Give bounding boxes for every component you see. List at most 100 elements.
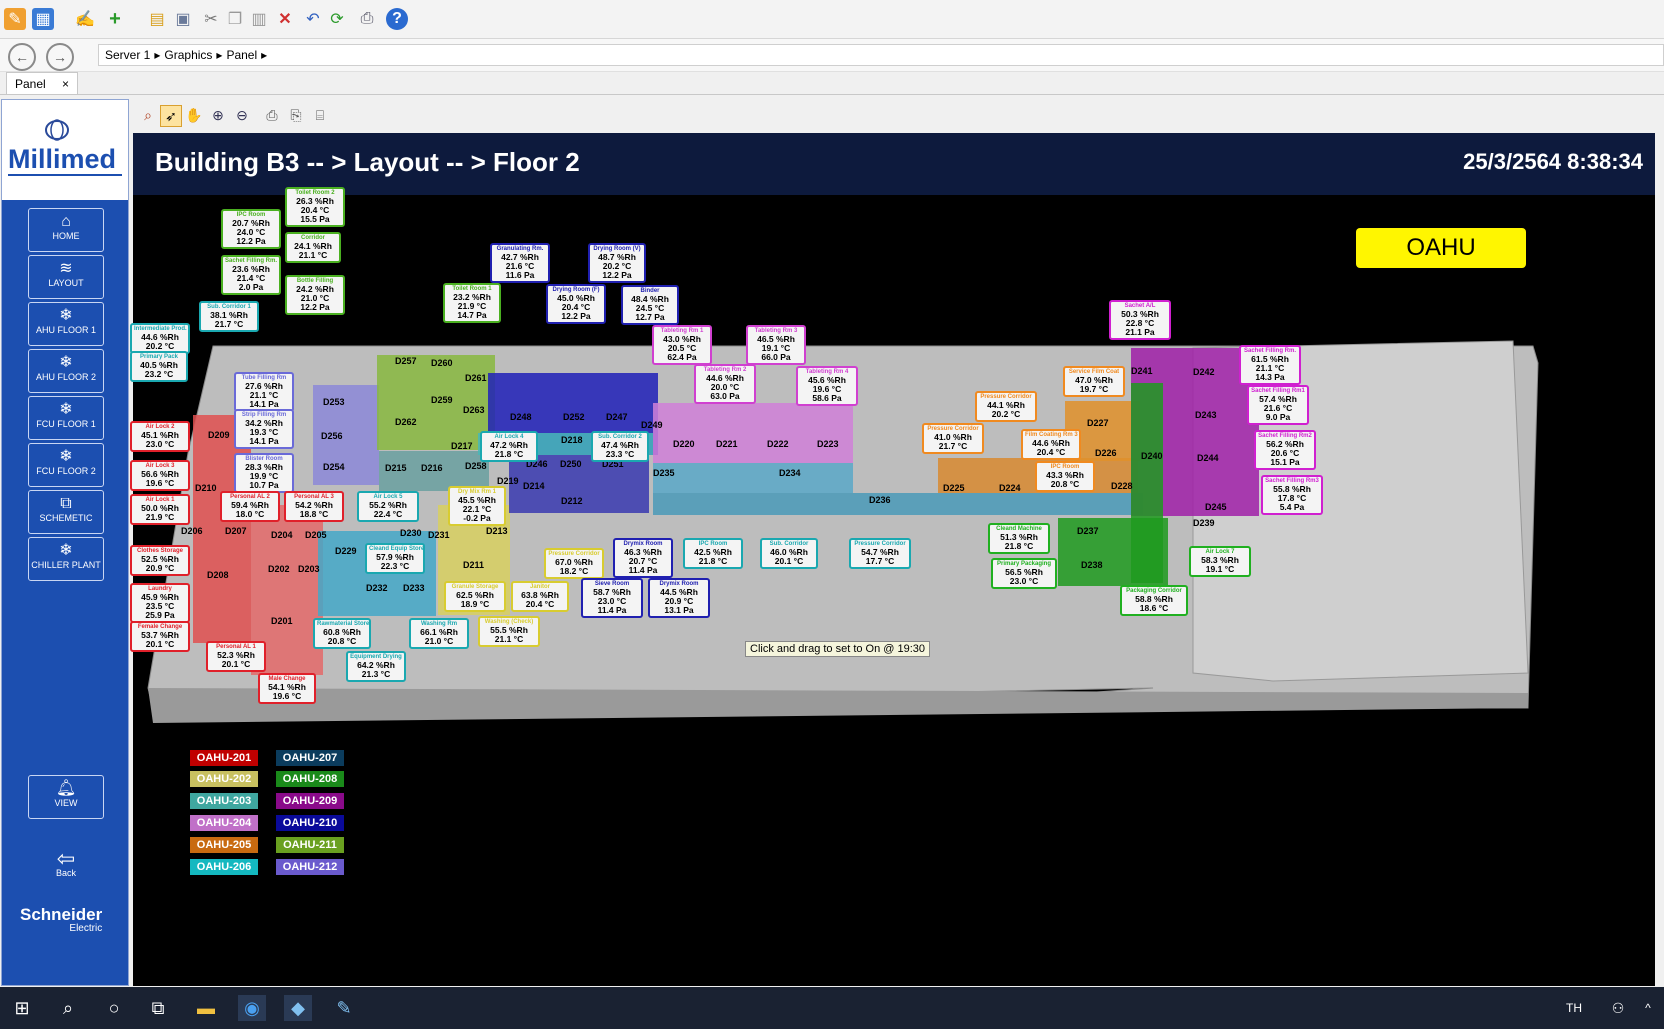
room-d224[interactable]: D224 [999, 483, 1021, 493]
room-d208[interactable]: D208 [207, 570, 229, 580]
room-d215[interactable]: D215 [385, 463, 407, 473]
room-d217[interactable]: D217 [451, 441, 473, 451]
breadcrumb-item[interactable]: Server 1 [105, 48, 151, 62]
room-d260[interactable]: D260 [431, 358, 453, 368]
room-d249[interactable]: D249 [641, 420, 663, 430]
refresh-icon[interactable]: ⟳ [330, 11, 344, 28]
task-view-icon[interactable]: ⧉ [151, 997, 165, 1018]
room-d202[interactable]: D202 [268, 564, 290, 574]
app-icon[interactable]: ✎ [4, 8, 26, 30]
room-d248[interactable]: D248 [510, 412, 532, 422]
room-d229[interactable]: D229 [335, 546, 357, 556]
room-d246[interactable]: D246 [526, 459, 548, 469]
room-d201[interactable]: D201 [271, 616, 293, 626]
tab-panel[interactable]: Panel × [6, 72, 78, 94]
room-d223[interactable]: D223 [817, 439, 839, 449]
room-d259[interactable]: D259 [431, 395, 453, 405]
room-d252[interactable]: D252 [563, 412, 585, 422]
room-d234[interactable]: D234 [779, 468, 801, 478]
room-d205[interactable]: D205 [305, 530, 327, 540]
undo-icon[interactable]: ↶ [306, 11, 320, 28]
room-d240[interactable]: D240 [1141, 451, 1163, 461]
paint-icon[interactable]: ✎ [336, 997, 352, 1018]
room-d214[interactable]: D214 [523, 481, 545, 491]
room-d253[interactable]: D253 [323, 397, 345, 407]
save-icon[interactable]: ▣ [175, 11, 191, 28]
zoom-in-icon[interactable]: ⊕ [212, 106, 224, 123]
room-d219[interactable]: D219 [497, 476, 519, 486]
copy-icon[interactable]: ❐ [227, 11, 243, 28]
room-d209[interactable]: D209 [208, 430, 230, 440]
breadcrumb-item[interactable]: Graphics [164, 48, 213, 62]
room-d257[interactable]: D257 [395, 356, 417, 366]
room-d213[interactable]: D213 [486, 526, 508, 536]
sidebar-item-ahu-floor-1[interactable]: ❄AHU FLOOR 1 [28, 302, 104, 346]
room-d263[interactable]: D263 [463, 405, 485, 415]
room-d210[interactable]: D210 [195, 483, 217, 493]
add-icon[interactable]: + [109, 7, 121, 30]
help-icon[interactable]: ? [386, 8, 408, 30]
room-d225[interactable]: D225 [943, 483, 965, 493]
room-d235[interactable]: D235 [653, 468, 675, 478]
teamviewer-icon[interactable]: ◉ [238, 995, 266, 1021]
windows-start-icon[interactable]: ⊞ [14, 997, 30, 1018]
room-d244[interactable]: D244 [1197, 453, 1219, 463]
room-d207[interactable]: D207 [225, 526, 247, 536]
workstation-icon[interactable]: ◆ [284, 995, 312, 1021]
chevron-up-icon[interactable]: ^ [1645, 1001, 1651, 1015]
sidebar-item-home[interactable]: ⌂HOME [28, 208, 104, 252]
room-d211[interactable]: D211 [463, 560, 485, 570]
open-folder-icon[interactable]: ▤ [149, 11, 165, 28]
sidebar-item-schemetic[interactable]: ⧉SCHEMETIC [28, 490, 104, 534]
cut-icon[interactable]: ✂ [204, 11, 218, 28]
room-d241[interactable]: D241 [1131, 366, 1153, 376]
room-d218[interactable]: D218 [561, 435, 583, 445]
room-d220[interactable]: D220 [673, 439, 695, 449]
room-d262[interactable]: D262 [395, 417, 417, 427]
language-indicator[interactable]: TH [1566, 1001, 1582, 1015]
print-icon[interactable]: ⎙ [360, 10, 374, 27]
room-d221[interactable]: D221 [716, 439, 738, 449]
room-d222[interactable]: D222 [767, 439, 789, 449]
breadcrumb-item[interactable]: Panel [226, 48, 258, 62]
sidebar-item-layout[interactable]: ≋LAYOUT [28, 255, 104, 299]
close-icon[interactable]: × [61, 76, 69, 91]
zoom-area-icon[interactable]: ⌕ [144, 106, 152, 123]
room-d204[interactable]: D204 [271, 530, 293, 540]
zoom-out-icon[interactable]: ⊖ [236, 106, 248, 123]
